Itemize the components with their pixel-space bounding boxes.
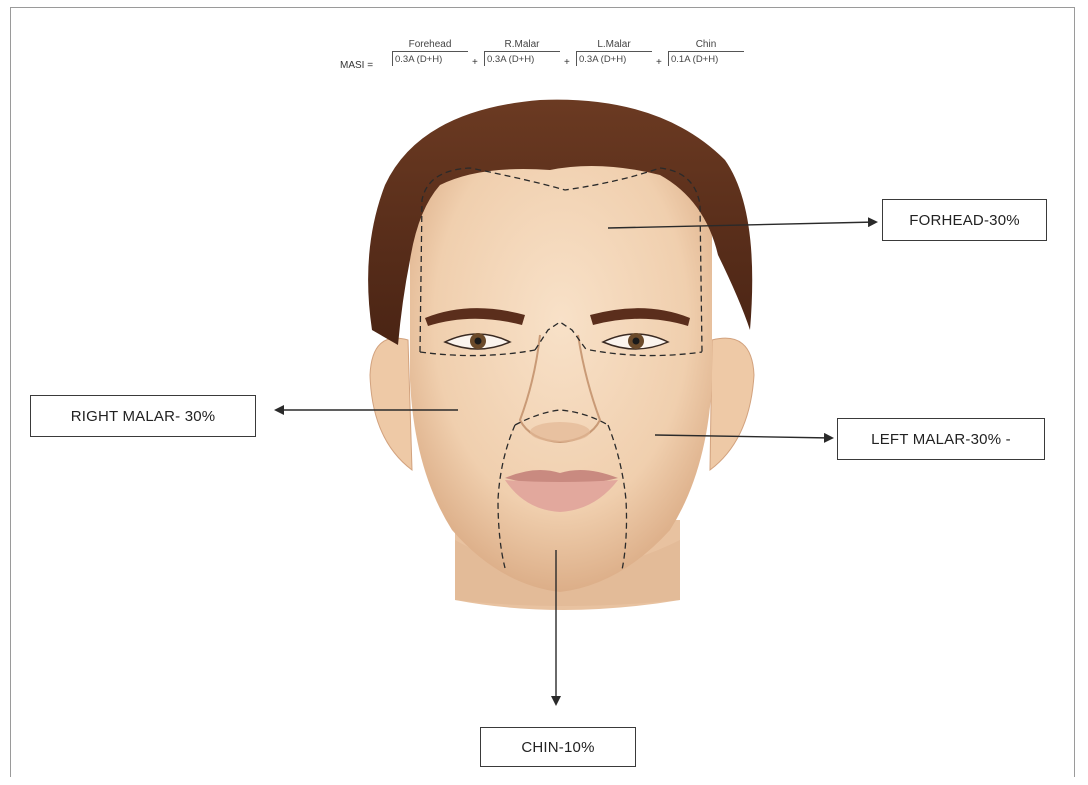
left-ear	[710, 338, 754, 470]
left-pupil	[633, 338, 640, 345]
label-left-malar: LEFT MALAR-30% -	[837, 418, 1045, 460]
right-ear	[370, 338, 412, 470]
nose-tip-shadow	[530, 422, 590, 442]
label-chin: CHIN-10%	[480, 727, 636, 767]
label-right-malar: RIGHT MALAR- 30%	[30, 395, 256, 437]
face-shape	[410, 140, 712, 592]
right-pupil	[475, 338, 482, 345]
label-forehead: FORHEAD-30%	[882, 199, 1047, 241]
